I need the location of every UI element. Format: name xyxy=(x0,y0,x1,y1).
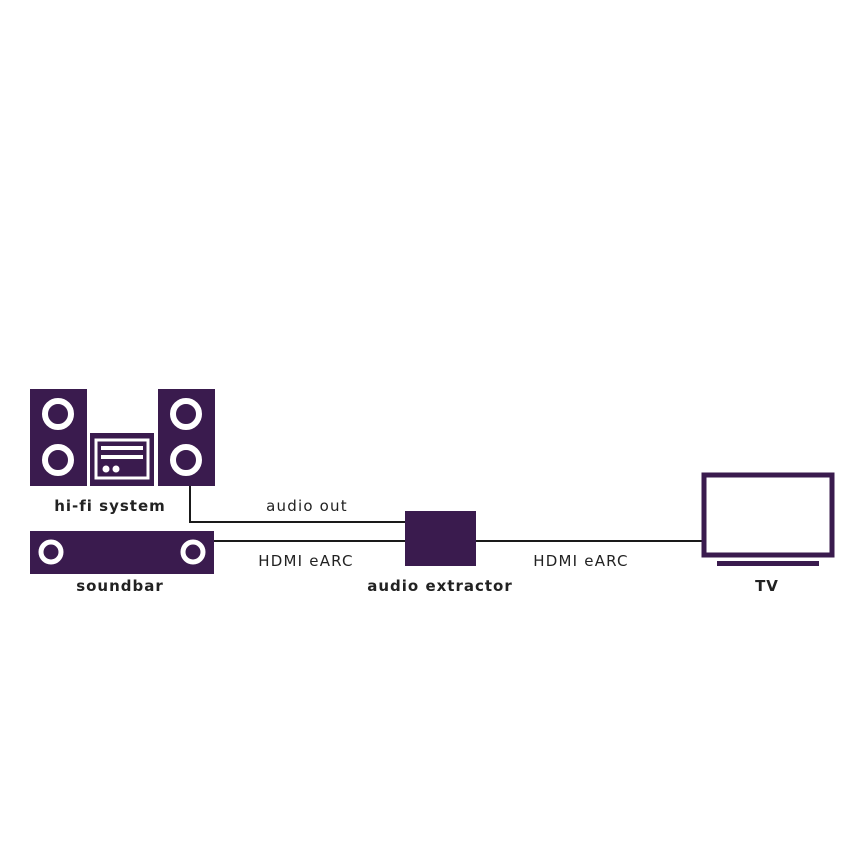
audio-extractor-box xyxy=(405,511,476,566)
hifi-label: hi-fi system xyxy=(54,497,166,515)
hdmi-earc-right-label: HDMI eARC xyxy=(533,552,628,570)
audio-out-line xyxy=(189,486,405,523)
hdmi-earc-left-label: HDMI eARC xyxy=(258,552,353,570)
audio-out-label: audio out xyxy=(266,497,348,515)
soundbar-label: soundbar xyxy=(76,577,164,595)
audio-extractor-label: audio extractor xyxy=(367,577,513,595)
hifi-stereo-icon xyxy=(30,389,215,486)
tv-label: TV xyxy=(755,577,779,595)
tv-icon xyxy=(701,472,835,566)
soundbar-icon xyxy=(30,531,214,574)
